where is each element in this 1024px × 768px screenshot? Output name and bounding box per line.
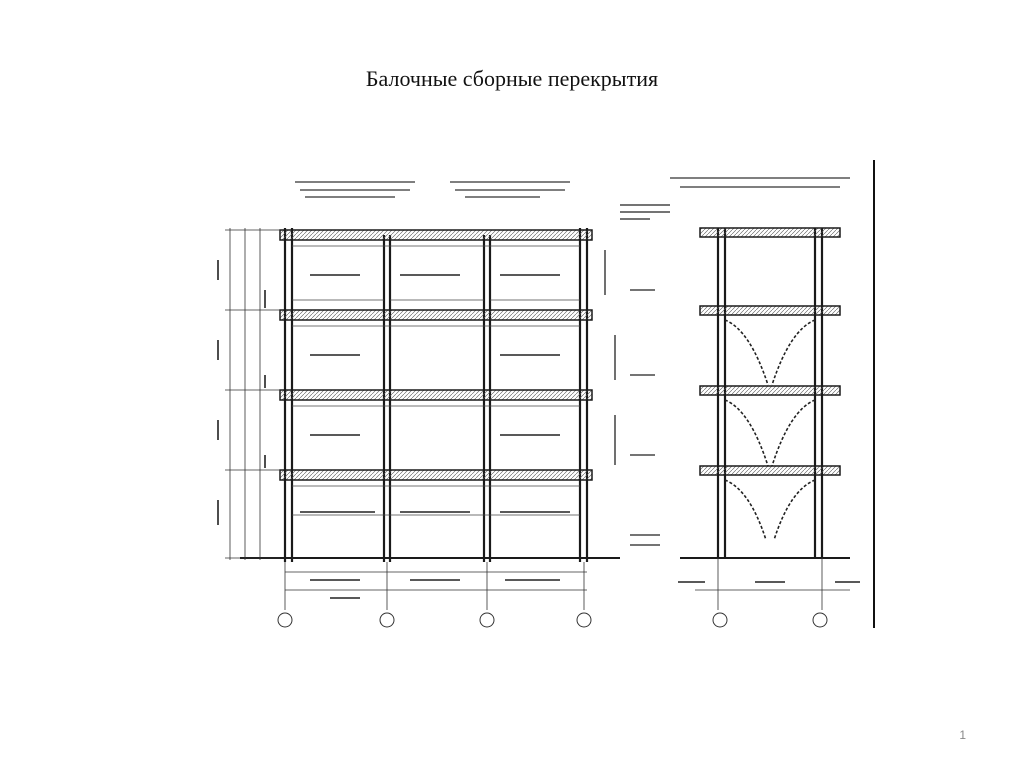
left-floor-beams	[240, 229, 620, 559]
left-header-text-b	[450, 181, 570, 198]
right-axis-bubbles	[712, 612, 828, 628]
structural-frame-drawing	[217, 160, 875, 628]
left-axis-bubbles	[277, 612, 592, 628]
left-bay-labels	[300, 274, 570, 513]
right-dimension-marks	[604, 204, 670, 546]
left-bottom-labels	[310, 579, 560, 599]
right-section	[670, 160, 875, 628]
slide-title: Балочные сборные перекрытия	[365, 66, 659, 91]
arch-haunches	[724, 319, 816, 541]
right-header-text	[670, 177, 850, 188]
left-header-text-a	[295, 181, 415, 198]
left-elevation	[217, 181, 670, 628]
right-floor-beams	[680, 227, 850, 559]
left-bottom-dimensions	[284, 562, 587, 610]
left-dimension-chain	[225, 228, 280, 560]
left-dimension-marks	[217, 260, 266, 525]
left-secondary-lines	[292, 245, 580, 516]
right-bottom-dimensions	[695, 558, 850, 610]
slide-number: 1	[959, 728, 966, 742]
